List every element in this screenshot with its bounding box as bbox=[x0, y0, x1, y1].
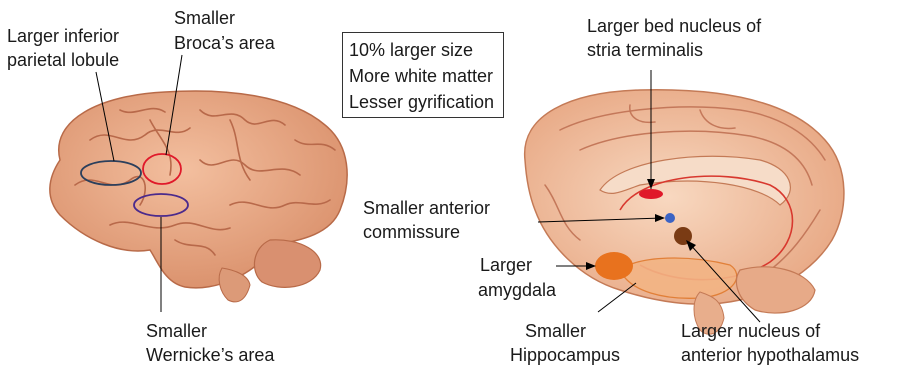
label-commissure-line1: Smaller anterior bbox=[363, 198, 490, 219]
medial-brain bbox=[525, 70, 844, 334]
summary-line-gyrification: Lesser gyrification bbox=[349, 89, 497, 115]
summary-box: 10% larger size More white matter Lesser… bbox=[342, 32, 504, 118]
label-broca-line2: Broca’s area bbox=[174, 33, 275, 54]
label-wernicke-line1: Smaller bbox=[146, 321, 207, 342]
anterior-commissure-marker bbox=[665, 213, 675, 223]
amygdala-marker bbox=[595, 252, 633, 280]
label-wernicke-line2: Wernicke’s area bbox=[146, 345, 274, 366]
lateral-cerebellum bbox=[254, 240, 320, 288]
label-bnst-line1: Larger bed nucleus of bbox=[587, 16, 761, 37]
summary-line-size: 10% larger size bbox=[349, 37, 497, 63]
summary-line-white-matter: More white matter bbox=[349, 63, 497, 89]
lateral-brain bbox=[50, 55, 347, 312]
label-bnst-line2: stria terminalis bbox=[587, 40, 703, 61]
label-commissure-line2: commissure bbox=[363, 222, 460, 243]
label-amygdala-line2: amygdala bbox=[478, 280, 556, 301]
label-amygdala-line1: Larger bbox=[480, 255, 532, 276]
cerebellum-medial bbox=[736, 267, 815, 313]
bnst-marker bbox=[639, 189, 663, 199]
label-hypothalamus-line1: Larger nucleus of bbox=[681, 321, 820, 342]
label-hippocampus-line2: Hippocampus bbox=[510, 345, 620, 366]
label-hypothalamus-line2: anterior hypothalamus bbox=[681, 345, 859, 366]
label-inferior-parietal-line2: parietal lobule bbox=[7, 50, 119, 71]
label-inferior-parietal-line1: Larger inferior bbox=[7, 26, 119, 47]
label-broca-line1: Smaller bbox=[174, 8, 235, 29]
label-hippocampus-line1: Smaller bbox=[525, 321, 586, 342]
